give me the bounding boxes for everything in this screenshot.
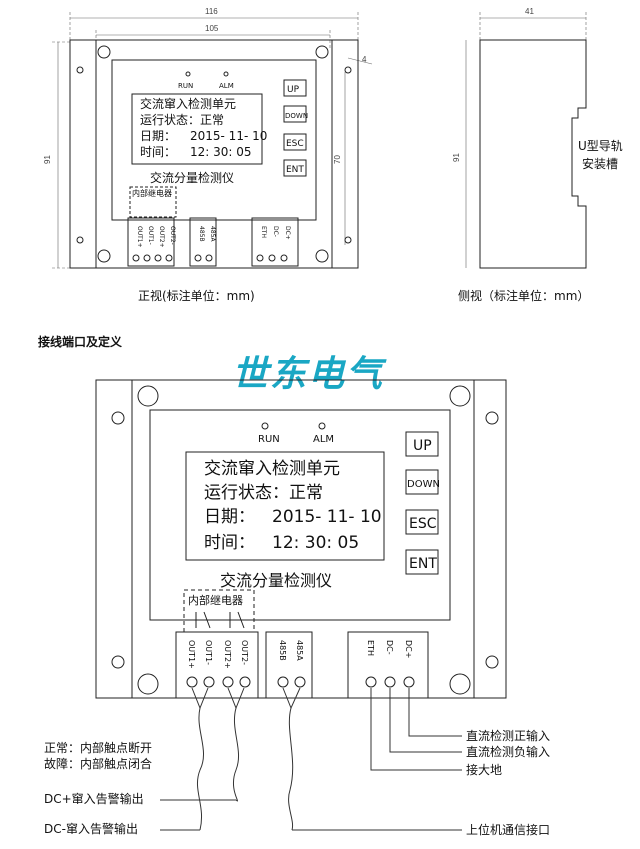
lcd-large-line-2: 运行状态：正常 — [204, 483, 323, 503]
side-view-drawing — [465, 12, 587, 269]
lcd-line-4-value: 12: 30: 05 — [190, 145, 252, 159]
term-out1p: OUT1+ — [136, 226, 143, 248]
lcd-line-3-value: 2015- 11- 10 — [190, 129, 267, 143]
lcd-large-line-1: 交流窜入检测单元 — [204, 459, 340, 479]
btn-large-ent-label: ENT — [409, 556, 437, 572]
term-out2p: OUT2+ — [158, 226, 165, 248]
term-large-485a: 485A — [295, 640, 304, 661]
dim-inner-height: 70 — [333, 155, 342, 164]
note-normal: 正常：内部触点断开 — [44, 740, 152, 755]
term-out2m: OUT2- — [169, 226, 176, 245]
btn-down-label: DOWN — [285, 112, 308, 120]
lcd-line-1: 交流窜入检测单元 — [140, 96, 236, 111]
term-large-dcp: DC+ — [404, 640, 413, 658]
rail-label-1: U型导轨 — [578, 139, 623, 153]
relay-label-large: 内部继电器 — [188, 593, 243, 607]
alm-led-label: ALM — [219, 82, 234, 90]
product-name: 交流分量检测仪 — [150, 170, 234, 185]
lcd-large-line-4-value: 12: 30: 05 — [272, 533, 359, 553]
btn-esc-label: ESC — [286, 139, 304, 149]
btn-large-down-label: DOWN — [407, 479, 440, 490]
lcd-large-line-3-label: 日期： — [204, 507, 255, 527]
alm-led-label-large: ALM — [313, 434, 334, 445]
term-485a: 485A — [209, 226, 216, 242]
lcd-line-3-label: 日期： — [140, 129, 176, 143]
note-comm-port: 上位机通信接口 — [466, 822, 550, 837]
btn-up-label: UP — [287, 85, 300, 95]
wiring-diagram-drawing — [95, 379, 507, 699]
note-dc-neg-input: 直流检测负输入 — [466, 744, 550, 759]
lcd-line-2: 运行状态：正常 — [140, 113, 224, 127]
front-view-caption: 正视(标注单位：mm) — [138, 288, 255, 303]
term-large-out1m: OUT1- — [204, 640, 213, 665]
section-title: 接线端口及定义 — [38, 334, 123, 349]
btn-large-up-label: UP — [413, 438, 432, 454]
front-terminal-labels: OUT1+ OUT1- OUT2+ OUT2- 485B 485A ETH DC… — [136, 226, 291, 248]
note-dc-pos-input: 直流检测正输入 — [466, 728, 550, 743]
note-ground: 接大地 — [466, 762, 502, 777]
large-lcd-text: 交流窜入检测单元 运行状态：正常 日期： 2015- 11- 10 时间： 12… — [204, 459, 382, 553]
large-terminal-labels: OUT1+ OUT1- OUT2+ OUT2- 485B 485A ETH DC… — [187, 640, 413, 669]
side-dim-depth: 41 — [525, 7, 534, 16]
product-name-large: 交流分量检测仪 — [220, 571, 332, 590]
term-out1m: OUT1- — [147, 226, 154, 245]
dim-inner-width: 105 — [205, 24, 219, 33]
btn-large-esc-label: ESC — [409, 516, 437, 532]
note-fault: 故障：内部触点闭合 — [44, 756, 152, 771]
term-dcp: DC+ — [284, 226, 291, 240]
term-eth: ETH — [260, 226, 267, 238]
note-dc-neg-alarm: DC-窜入告警输出 — [44, 821, 138, 836]
wiring-lines — [160, 687, 462, 831]
run-led-label: RUN — [178, 82, 193, 90]
lcd-line-4-label: 时间： — [140, 145, 176, 159]
term-485b: 485B — [198, 226, 205, 242]
dim-height: 91 — [43, 155, 52, 164]
lcd-large-line-4-label: 时间： — [204, 533, 255, 553]
wiring-notes: 正常：内部触点断开 故障：内部触点闭合 DC+窜入告警输出 DC-窜入告警输出 … — [44, 728, 550, 837]
term-large-out2p: OUT2+ — [223, 640, 232, 669]
brand-watermark: 世东电气 — [232, 354, 387, 395]
dim-hole: 4 — [362, 55, 367, 64]
btn-ent-label: ENT — [286, 165, 304, 175]
dim-overall-width: 116 — [205, 7, 218, 16]
side-dim-height: 91 — [452, 153, 461, 162]
lcd-large-line-3-value: 2015- 11- 10 — [272, 507, 382, 527]
rail-label-2: 安装槽 — [582, 156, 618, 171]
term-dcm: DC- — [272, 226, 279, 237]
run-led-label-large: RUN — [258, 434, 280, 445]
term-large-dcm: DC- — [385, 640, 394, 655]
front-lcd-text: 交流窜入检测单元 运行状态：正常 日期： 2015- 11- 10 时间： 12… — [140, 96, 267, 159]
term-large-out1p: OUT1+ — [187, 640, 196, 669]
side-view-caption: 侧视（标注单位：mm） — [458, 288, 589, 303]
note-dc-pos-alarm: DC+窜入告警输出 — [44, 791, 144, 806]
term-large-485b: 485B — [278, 640, 287, 661]
front-view-drawing — [52, 12, 373, 269]
term-large-eth: ETH — [366, 640, 375, 656]
relay-label: 内部继电器 — [132, 188, 172, 198]
term-large-out2m: OUT2- — [240, 640, 249, 665]
